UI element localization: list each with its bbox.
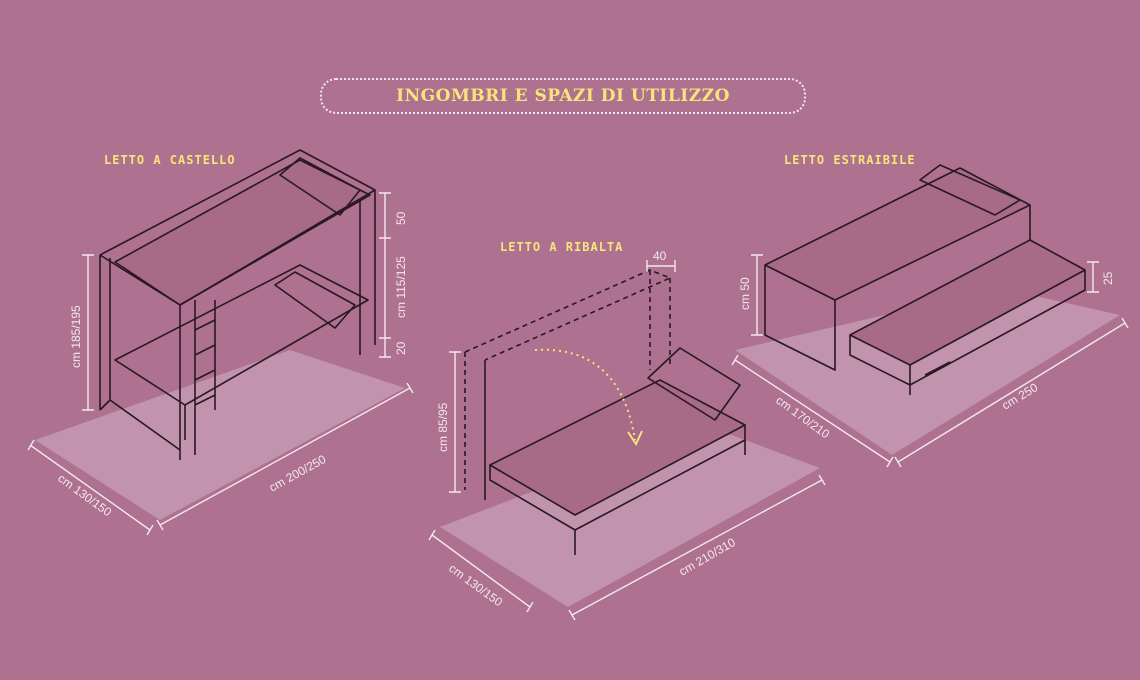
estraibile-bed-drawing xyxy=(764,164,1086,395)
estraibile-trundle-height-dim: 25 xyxy=(1101,271,1115,285)
ribalta-height-dim: cm 85/95 xyxy=(436,402,450,452)
ribalta-depth-dim: 40 xyxy=(653,249,667,263)
ribalta-bed-label: LETTO A RIBALTA xyxy=(500,240,624,254)
estraibile-floor-area xyxy=(735,288,1120,455)
bunk-height-dim: cm 185/195 xyxy=(69,305,83,368)
bunk-bottom-gap-dim: 20 xyxy=(394,341,408,355)
ribalta-width-dim: cm 130/150 xyxy=(446,561,505,609)
bunk-bed-drawing xyxy=(99,149,376,460)
bunk-bed-label: LETTO A CASTELLO xyxy=(104,153,236,167)
ribalta-floor-area xyxy=(440,425,820,607)
page-title: INGOMBRI E SPAZI DI UTILIZZO xyxy=(396,86,730,106)
bunk-between-dim: cm 115/125 xyxy=(394,256,408,318)
dimension-lines xyxy=(27,192,1129,621)
title-frame: INGOMBRI E SPAZI DI UTILIZZO xyxy=(320,78,806,114)
bunk-length-dim: cm 200/250 xyxy=(267,452,329,495)
estraibile-height-dim: cm 50 xyxy=(738,277,752,310)
estraibile-bed-label: LETTO ESTRAIBILE xyxy=(784,153,916,167)
bunk-floor-area xyxy=(35,350,405,520)
ribalta-bed-drawing xyxy=(464,269,746,555)
bunk-top-gap-dim: 50 xyxy=(394,211,408,225)
